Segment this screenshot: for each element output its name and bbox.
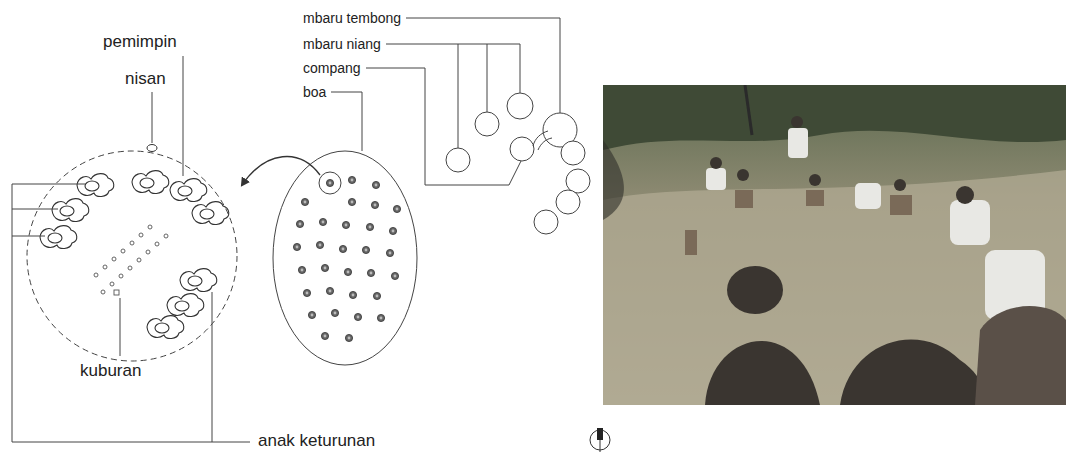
grave-dot — [331, 309, 338, 316]
grave-dot — [321, 332, 328, 339]
part-label: boa — [303, 84, 326, 100]
part-label: compang — [303, 60, 361, 76]
house-circle — [510, 137, 534, 161]
grave-dot — [366, 223, 373, 230]
field-photo — [603, 85, 1066, 405]
grave-dot — [349, 291, 356, 298]
part-label: kuburan — [80, 361, 141, 381]
house-circle — [534, 210, 558, 234]
compang-mark — [533, 131, 552, 150]
grave-symbol — [180, 269, 217, 292]
selected-grave-circle — [319, 172, 341, 194]
grave-dot — [298, 266, 305, 273]
leader-line — [362, 92, 363, 151]
grave-dot — [372, 181, 379, 188]
house-circle — [556, 190, 580, 214]
house-circle — [561, 141, 585, 165]
nisan-mark — [147, 145, 157, 152]
grave-dot — [296, 220, 303, 227]
grave-symbol — [77, 174, 114, 197]
grave-dot — [377, 314, 384, 321]
grave-symbol — [192, 202, 229, 225]
house-circle — [507, 93, 533, 119]
grave-dot — [319, 218, 326, 225]
grave-symbol — [40, 226, 77, 249]
grave-dot — [393, 205, 400, 212]
leader-line — [183, 56, 184, 176]
leader-line — [12, 236, 45, 237]
grave-dot — [344, 268, 351, 275]
grave-symbol — [52, 199, 89, 222]
leader-line — [366, 68, 425, 69]
zoom-arrow — [242, 157, 320, 185]
grave-dot — [301, 198, 308, 205]
grave-dot — [326, 287, 333, 294]
house-circle — [566, 169, 590, 193]
grave-dot — [339, 245, 346, 252]
part-label: mbaru tembong — [303, 10, 401, 26]
grave-dot — [326, 179, 333, 186]
leader-line — [425, 68, 521, 185]
part-label: nisan — [125, 69, 166, 89]
leader-line — [520, 44, 521, 93]
part-label: pemimpin — [103, 32, 177, 52]
leader-lines — [12, 56, 250, 442]
grave-dot — [362, 246, 369, 253]
boa-oval — [273, 151, 417, 365]
grave-symbol — [170, 179, 207, 202]
grave-dot — [373, 292, 380, 299]
grave-dot — [321, 264, 328, 271]
grave-dot — [386, 249, 393, 256]
leader-line — [406, 18, 560, 19]
kuburan-marks — [94, 225, 168, 295]
grave-symbol — [132, 171, 169, 194]
leader-line — [560, 18, 561, 113]
leader-line — [12, 184, 250, 442]
grave-dots — [293, 176, 400, 341]
grave-symbol — [147, 316, 184, 339]
village-houses — [446, 93, 590, 234]
house-circle — [475, 112, 499, 136]
leader-line — [152, 92, 153, 143]
grave-symbol — [167, 294, 204, 317]
leader-line — [458, 44, 459, 148]
leader-line — [212, 292, 213, 442]
grave-dot — [348, 176, 355, 183]
leader-line — [12, 209, 58, 210]
leader-line — [386, 44, 520, 45]
grave-dot — [316, 241, 323, 248]
grave-dot — [389, 227, 396, 234]
north-symbol — [590, 428, 610, 452]
house-circle — [446, 148, 470, 172]
grave-dot — [354, 313, 361, 320]
part-label: anak keturunan — [258, 431, 375, 451]
grave-dot — [367, 269, 374, 276]
grave-dot — [348, 198, 355, 205]
part-label: mbaru niang — [303, 36, 381, 52]
family-graves — [40, 171, 229, 339]
enlargement-circle — [27, 151, 237, 361]
grave-dot — [371, 201, 378, 208]
leader-line — [120, 298, 121, 356]
grave-dot — [303, 289, 310, 296]
grave-dot — [293, 243, 300, 250]
leader-line — [331, 92, 362, 93]
leader-line — [487, 44, 488, 112]
grave-dot — [391, 272, 398, 279]
grave-dot — [345, 334, 352, 341]
grave-dot — [342, 221, 349, 228]
grave-dot — [308, 311, 315, 318]
